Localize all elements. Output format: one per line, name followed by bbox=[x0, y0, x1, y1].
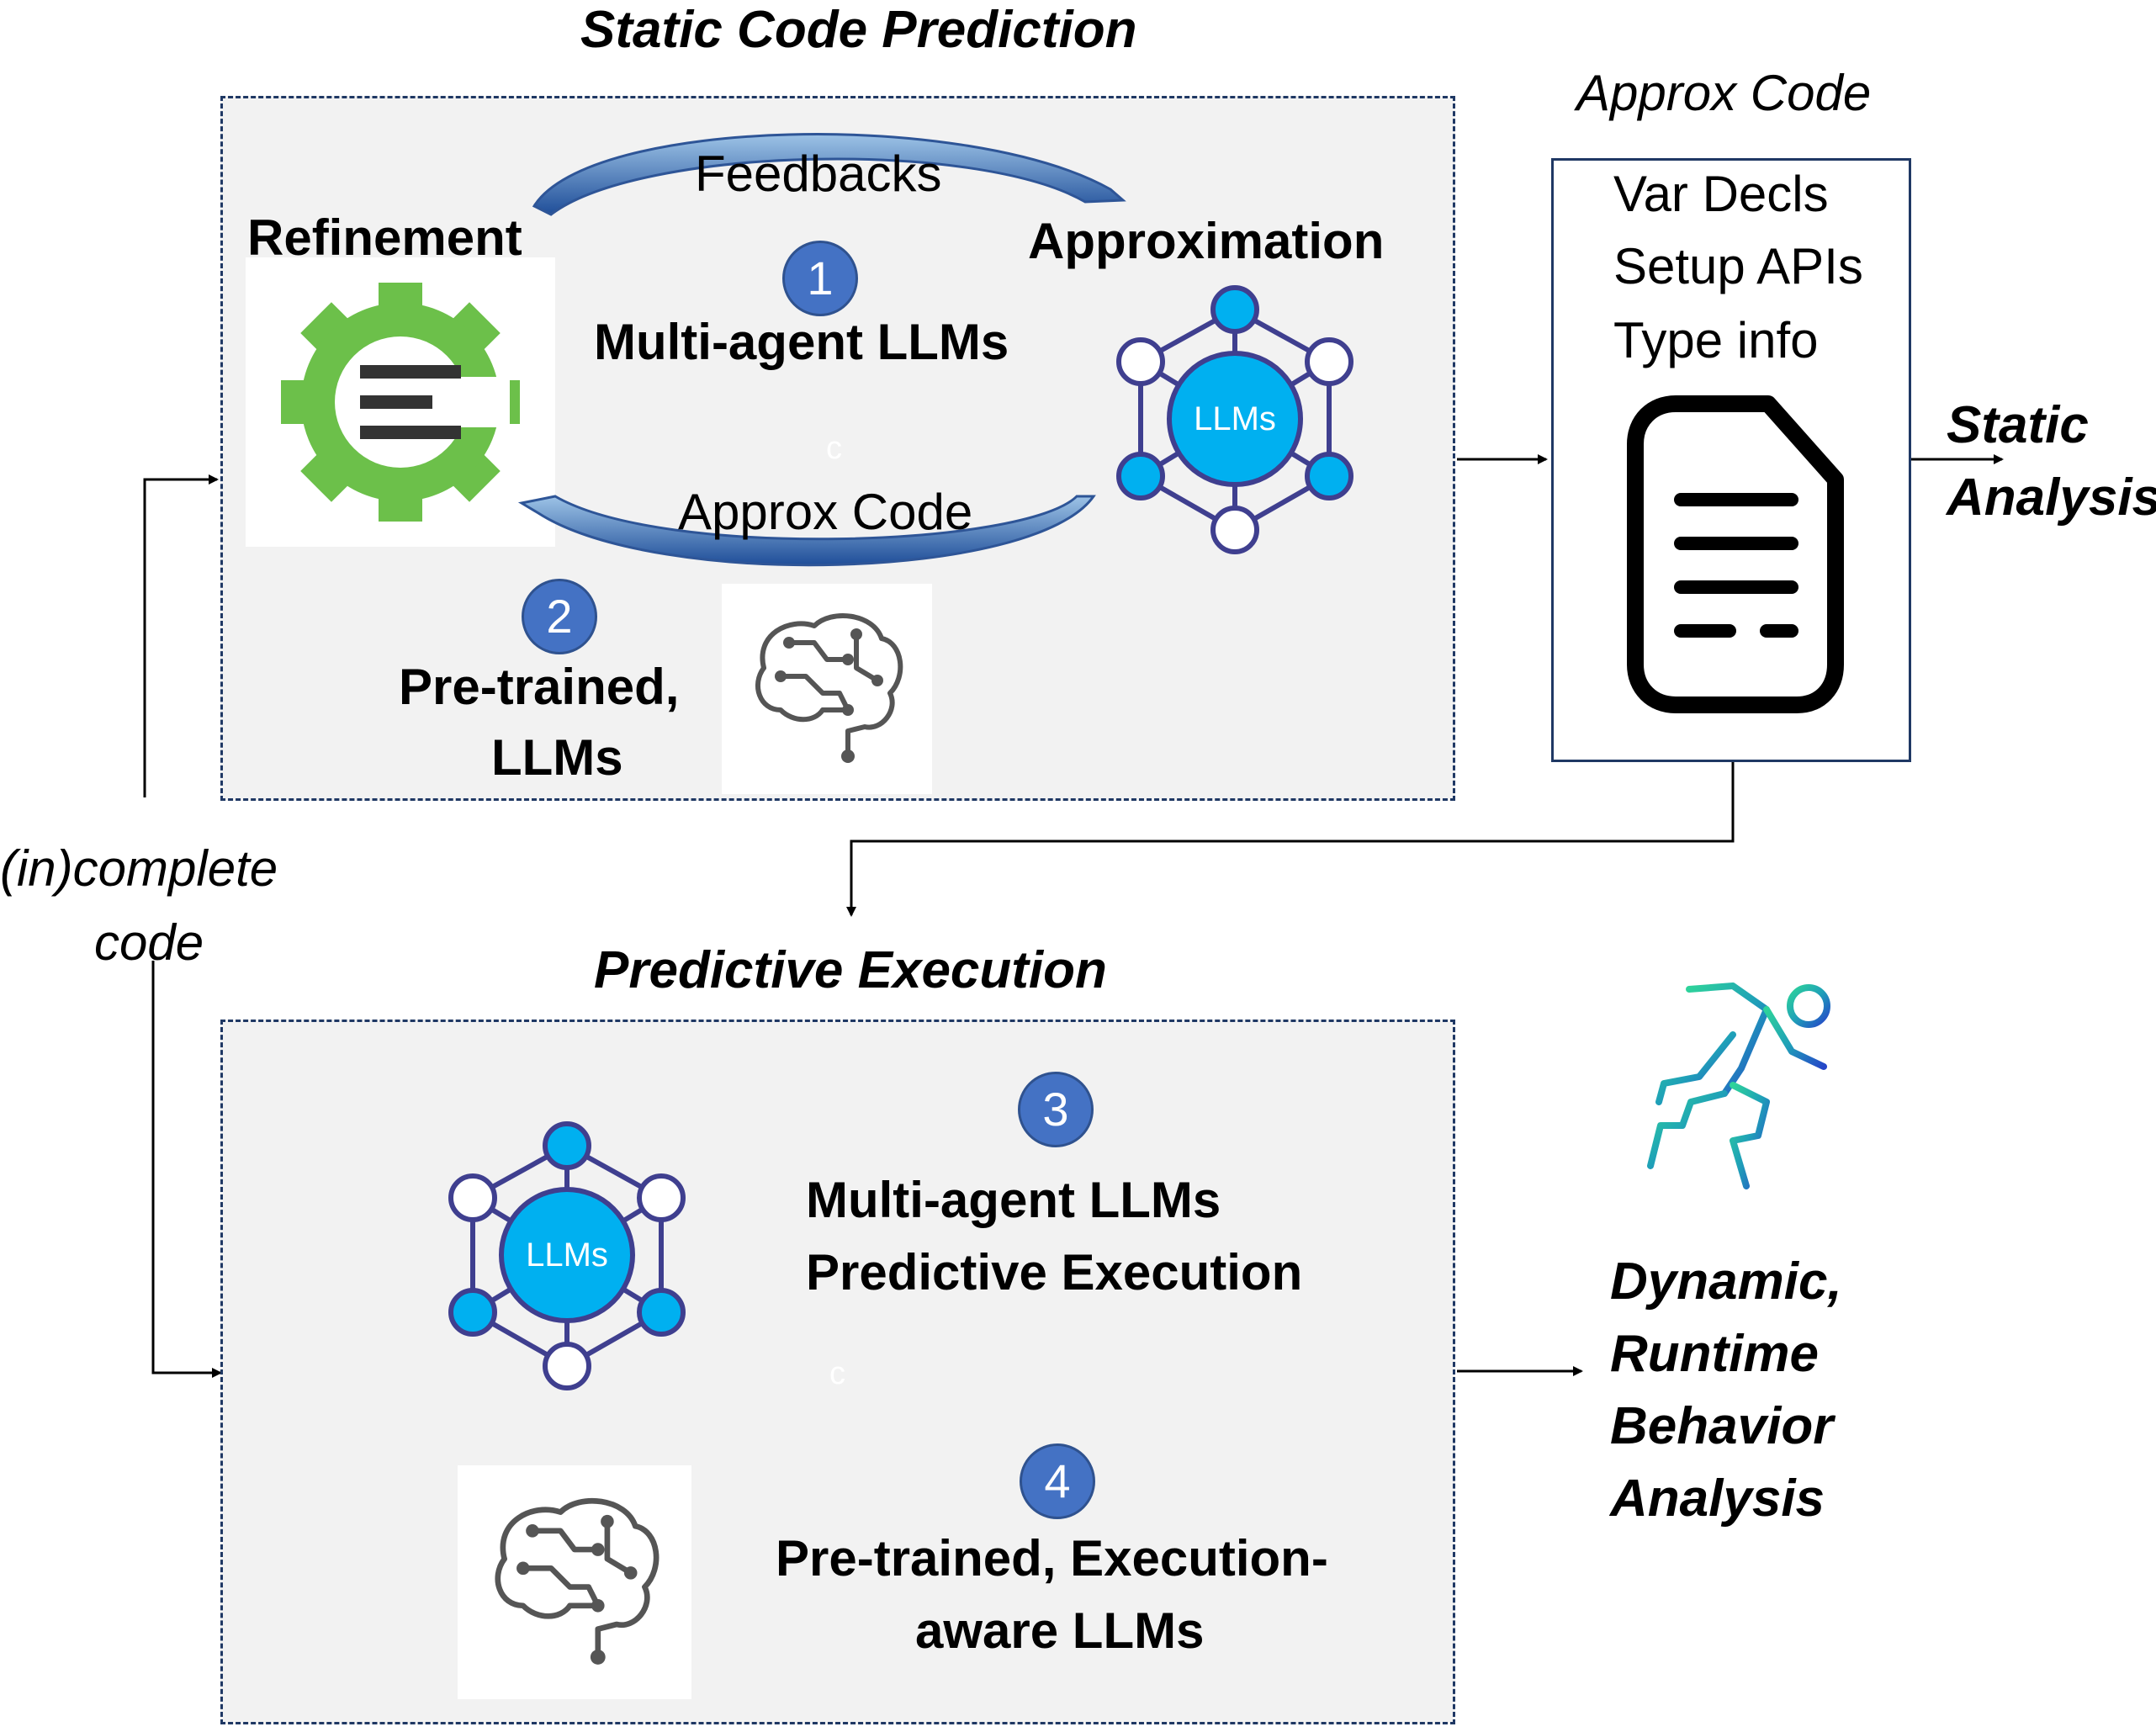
step-2-badge: 2 bbox=[522, 579, 597, 654]
predictive-section-title: Predictive Execution bbox=[594, 941, 1107, 999]
static-analysis-line2: Analysis bbox=[1947, 469, 2156, 527]
gear-icon-frame bbox=[246, 257, 555, 547]
llm-network-icon bbox=[1116, 285, 1353, 554]
stray-glyph: c bbox=[829, 1356, 845, 1391]
dynamic-analysis-line2: Runtime bbox=[1610, 1325, 1819, 1383]
dynamic-analysis-line4: Analysis bbox=[1610, 1470, 1825, 1528]
step-4-label-line1: Pre-trained, Execution- bbox=[776, 1530, 1328, 1586]
step-1-label: Multi-agent LLMs bbox=[594, 314, 1009, 370]
brain-icon-frame bbox=[458, 1465, 691, 1699]
step-4-badge: 4 bbox=[1020, 1443, 1095, 1519]
llms-node-label: LLMs bbox=[526, 1237, 608, 1274]
incomplete-code-line1: (in)complete bbox=[0, 840, 278, 897]
gear-code-icon bbox=[281, 283, 520, 522]
feedbacks-label: Feedbacks bbox=[695, 146, 942, 202]
document-icon bbox=[1627, 395, 1844, 713]
approx-item-setup-apis: Setup APIs bbox=[1613, 238, 1863, 294]
brain-circuit-icon bbox=[495, 1497, 660, 1665]
static-analysis-line1: Static bbox=[1947, 396, 2089, 454]
runner-icon bbox=[1647, 983, 1830, 1189]
brain-icon-frame bbox=[722, 584, 932, 794]
llm-network-icon bbox=[448, 1121, 686, 1390]
step-2-label-line2: LLMs bbox=[491, 729, 623, 786]
refinement-label: Refinement bbox=[247, 209, 522, 266]
approx-code-title: Approx Code bbox=[1576, 65, 1872, 121]
approx-item-var-decls: Var Decls bbox=[1613, 166, 1829, 222]
static-section-title: Static Code Prediction bbox=[580, 1, 1137, 59]
stray-glyph: c bbox=[826, 431, 842, 466]
step-3-label-line2: Predictive Execution bbox=[806, 1244, 1303, 1300]
brain-circuit-icon bbox=[755, 613, 903, 763]
step-2-label-line1: Pre-trained, bbox=[399, 659, 680, 715]
incomplete-code-line2: code bbox=[94, 914, 204, 971]
step-3-label-line1: Multi-agent LLMs bbox=[806, 1172, 1221, 1228]
step-4-label-line2: aware LLMs bbox=[915, 1602, 1205, 1659]
dynamic-analysis-line3: Behavior bbox=[1610, 1397, 1834, 1455]
approximation-label: Approximation bbox=[1028, 213, 1385, 269]
dynamic-analysis-line1: Dynamic, bbox=[1610, 1253, 1842, 1311]
approx-code-arrow-label: Approx Code bbox=[678, 484, 973, 540]
approx-code-box bbox=[1551, 158, 1911, 762]
step-3-badge: 3 bbox=[1018, 1072, 1094, 1147]
feedback-arrow bbox=[532, 133, 1126, 216]
approx-code-arrow bbox=[517, 495, 1096, 567]
predictive-execution-panel bbox=[220, 1020, 1455, 1724]
approx-item-type-info: Type info bbox=[1613, 312, 1819, 368]
llms-node-label: LLMs bbox=[1194, 400, 1276, 437]
step-1-badge: 1 bbox=[782, 241, 858, 316]
